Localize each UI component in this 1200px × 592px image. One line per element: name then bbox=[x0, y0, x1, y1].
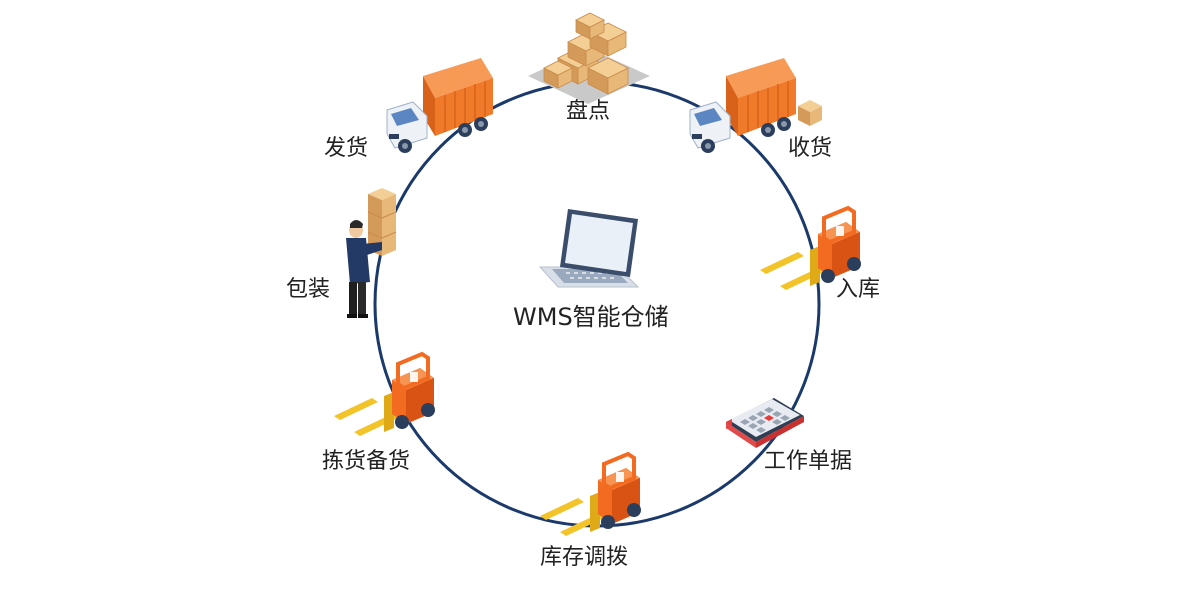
station-label-transfer: 库存调拨 bbox=[540, 545, 629, 570]
station-label-receiving: 收货 bbox=[788, 136, 833, 161]
station-label-inventory: 盘点 bbox=[566, 99, 611, 124]
truck-with-box-icon bbox=[689, 58, 822, 153]
station-label-putaway: 入库 bbox=[836, 277, 881, 302]
station-label-picking: 拣货备货 bbox=[322, 449, 411, 474]
station-label-shipping: 发货 bbox=[324, 136, 369, 161]
calendar-ticket-icon bbox=[726, 398, 804, 448]
center-title: WMS智能仓储 bbox=[513, 303, 669, 331]
boxes-pile-icon bbox=[528, 12, 650, 104]
laptop-icon bbox=[538, 209, 640, 288]
worker-carrying-boxes-icon bbox=[346, 188, 397, 318]
truck-icon bbox=[386, 58, 493, 153]
station-label-work-orders: 工作单据 bbox=[764, 449, 853, 474]
station-label-packing: 包装 bbox=[286, 277, 331, 302]
